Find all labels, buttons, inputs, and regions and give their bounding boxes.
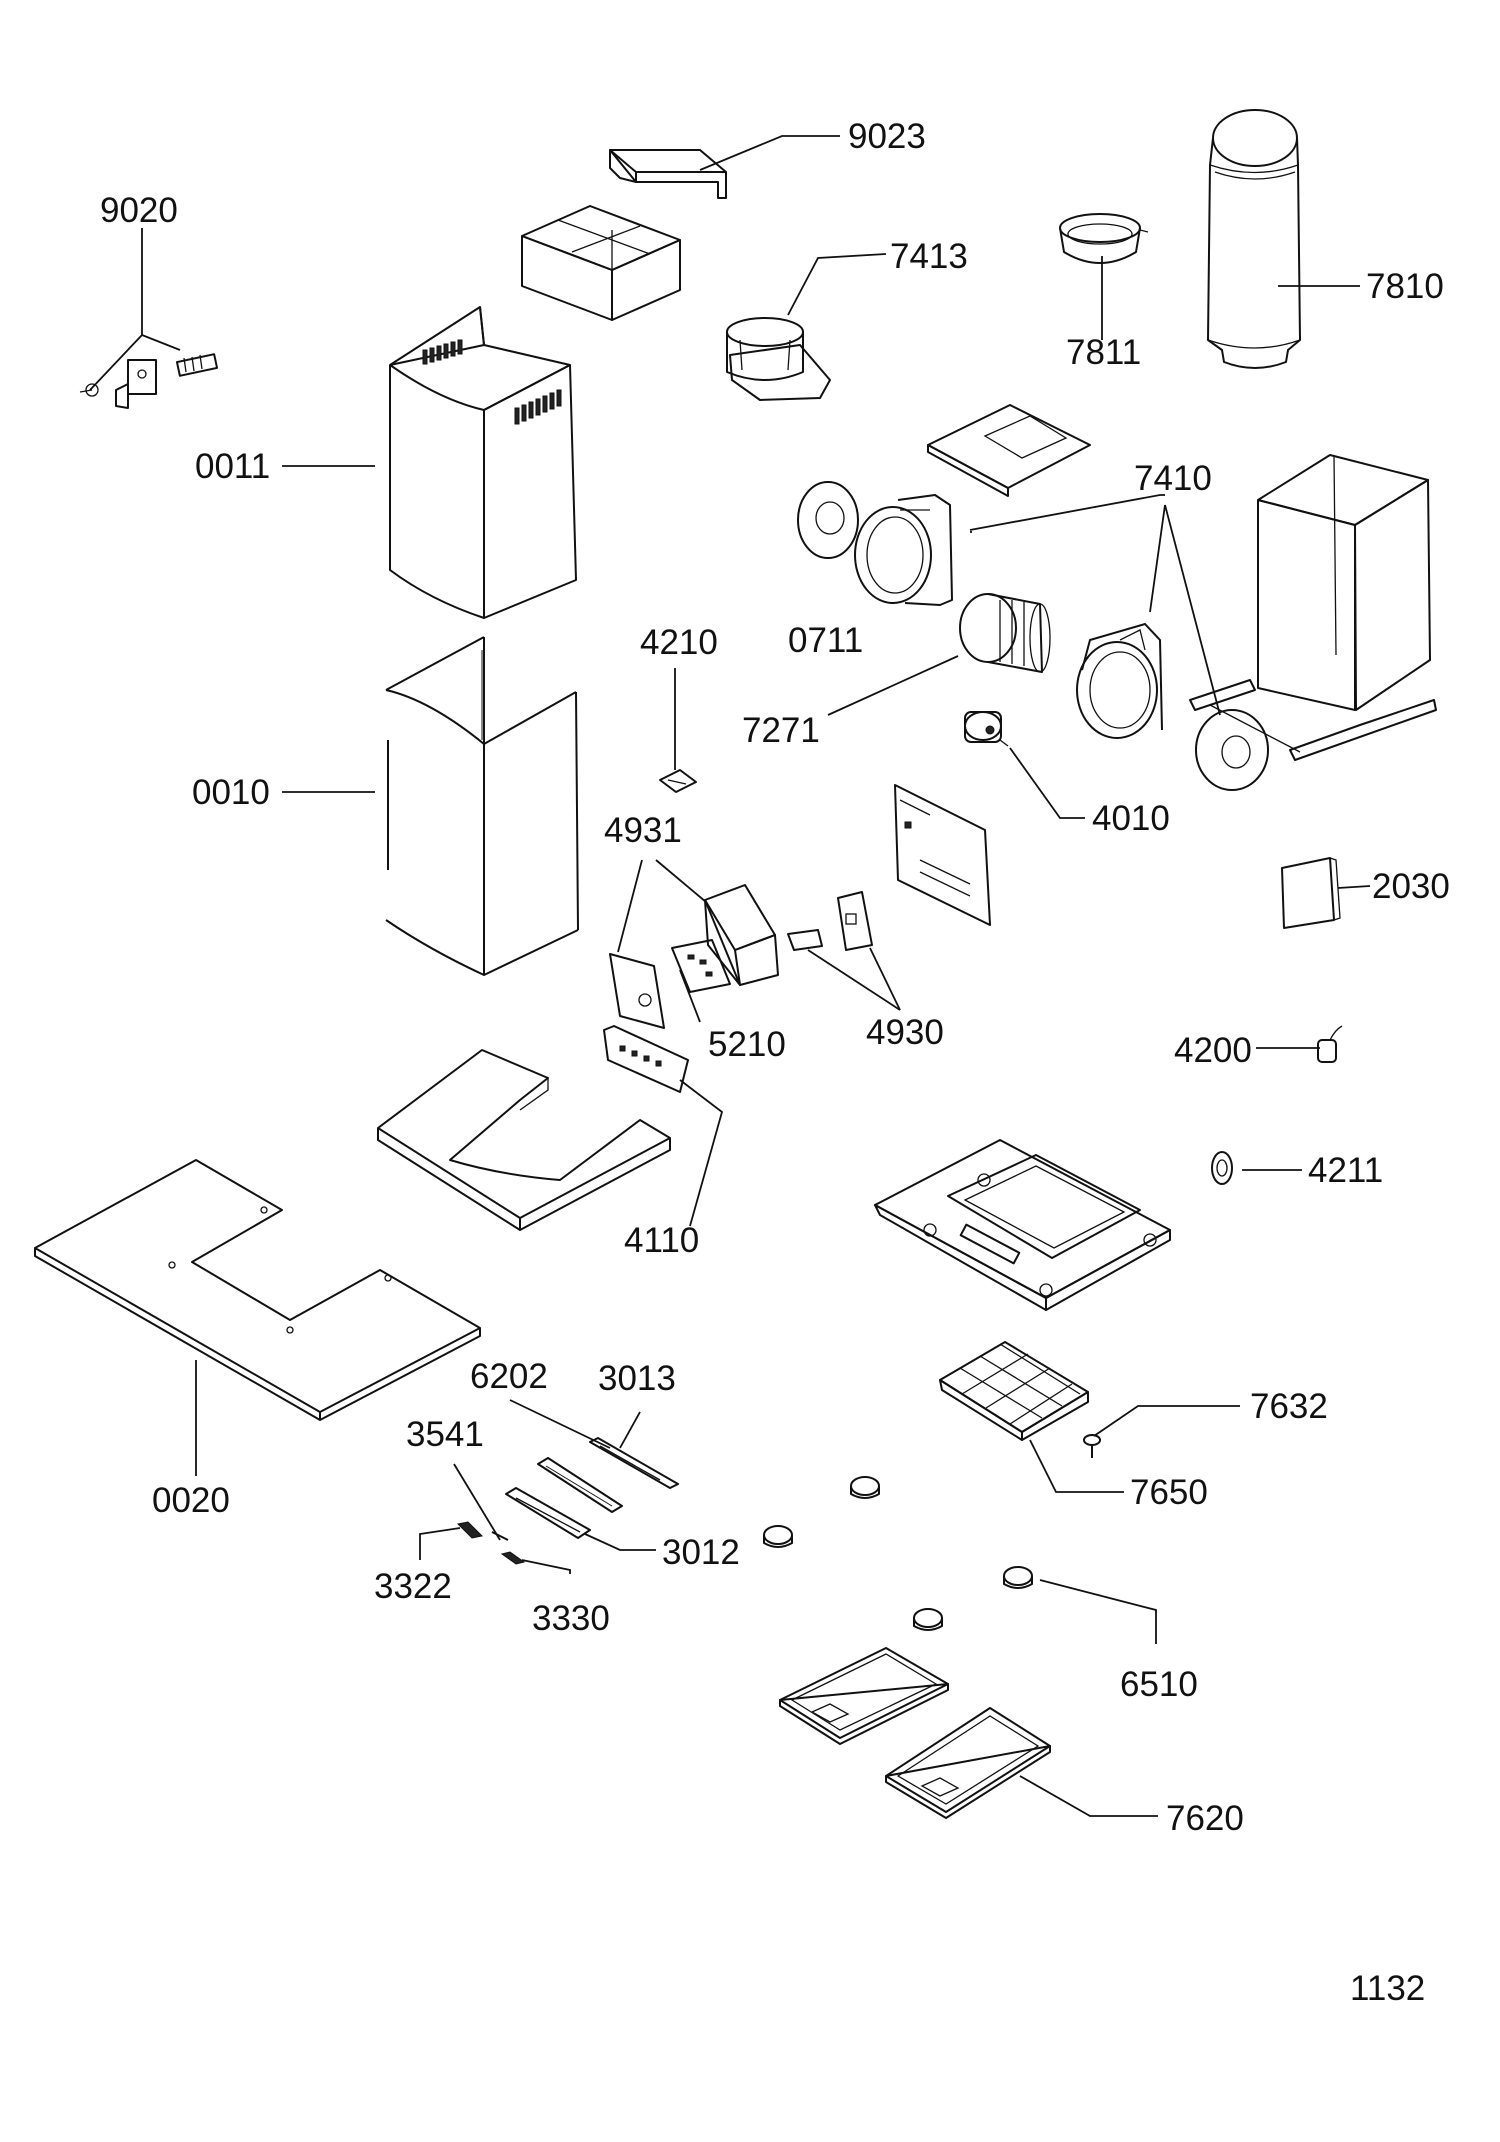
label-9023: 9023 (848, 117, 926, 156)
part-7410-housing-left (854, 494, 953, 606)
part-7620-filter-1 (779, 1647, 949, 1745)
label-3012: 3012 (662, 1533, 740, 1572)
sheet-number: 1132 (1350, 1969, 1425, 2008)
part-4211-washer (1211, 1151, 1233, 1185)
part-duct-box (521, 205, 681, 321)
label-6202: 6202 (470, 1357, 548, 1396)
label-7271: 7271 (742, 711, 820, 750)
label-3330: 3330 (532, 1599, 610, 1638)
part-6510-knob-2 (763, 1525, 793, 1548)
label-7413: 7413 (890, 237, 968, 276)
upper-chimney-vents (422, 339, 562, 425)
label-4110: 4110 (624, 1221, 699, 1260)
part-3541-clip (491, 1531, 509, 1541)
part-7410-plate (927, 404, 1091, 497)
part-7620-filter-2 (885, 1707, 1051, 1819)
part-4931-cover (704, 884, 779, 986)
part-7410-housing-right (1076, 623, 1163, 739)
label-4930: 4930 (866, 1013, 944, 1052)
label-3541: 3541 (406, 1415, 484, 1454)
label-4200: 4200 (1174, 1031, 1252, 1070)
part-3012-strip (505, 1487, 591, 1539)
part-6510-knob-3 (1003, 1566, 1033, 1589)
part-7632-screw (1083, 1434, 1101, 1458)
label-9020: 9020 (100, 191, 178, 230)
leader-lines (89, 135, 1371, 1817)
label-0011: 0011 (195, 447, 270, 486)
label-3322: 3322 (374, 1567, 452, 1606)
part-6510-knob-1 (850, 1476, 880, 1499)
label-7811: 7811 (1066, 333, 1141, 372)
label-7410: 7410 (1134, 459, 1212, 498)
part-4210-clip (659, 769, 697, 793)
label-0020: 0020 (152, 1481, 230, 1520)
part-6510-knob-4 (913, 1608, 943, 1631)
part-6202-strip (537, 1457, 623, 1513)
part-4110-control-strip (603, 1025, 689, 1093)
label-7810: 7810 (1366, 267, 1444, 306)
part-u-frame (377, 1049, 671, 1231)
label-0711: 0711 (788, 621, 863, 660)
part-0711-disc (797, 481, 859, 559)
part-3330-clip (500, 1551, 526, 1565)
part-4010-motor (964, 711, 1009, 747)
part-7413-collar (726, 317, 831, 401)
part-labels: 9023 9020 7413 7811 7810 0011 7410 0711 … (100, 117, 1450, 2008)
label-4210: 4210 (640, 623, 718, 662)
part-7810-cylinder (1207, 109, 1301, 369)
label-4010: 4010 (1092, 799, 1170, 838)
label-4931: 4931 (604, 811, 682, 850)
part-7811-ring (1059, 213, 1149, 264)
part-0020-base-plate (34, 1159, 481, 1421)
part-0011-upper-chimney (389, 306, 577, 619)
part-7410-disc-right (1195, 709, 1269, 791)
part-4930-bracket (787, 891, 873, 951)
part-9020-wall-bracket (79, 353, 219, 409)
part-hood-body (874, 1139, 1171, 1311)
label-7632: 7632 (1250, 1387, 1328, 1426)
label-2030: 2030 (1372, 867, 1450, 906)
part-3013-strip (589, 1437, 679, 1489)
label-5210: 5210 (708, 1025, 786, 1064)
label-7620: 7620 (1166, 1799, 1244, 1838)
part-control-panel (894, 784, 991, 926)
part-2030-pad (1281, 857, 1341, 929)
part-5210-board (609, 939, 731, 1029)
part-3322-clip (456, 1521, 484, 1539)
label-0010: 0010 (192, 773, 270, 812)
label-4211: 4211 (1308, 1151, 1383, 1190)
label-7650: 7650 (1130, 1473, 1208, 1512)
part-7650-filter (939, 1341, 1089, 1441)
label-6510: 6510 (1120, 1665, 1198, 1704)
part-9023-bracket (609, 149, 727, 199)
part-0010-lower-chimney (385, 636, 579, 976)
part-box-frame (1189, 454, 1437, 761)
part-7271-wheel (959, 593, 1051, 673)
label-3013: 3013 (598, 1359, 676, 1398)
part-4200-capacitor (1317, 1025, 1343, 1063)
